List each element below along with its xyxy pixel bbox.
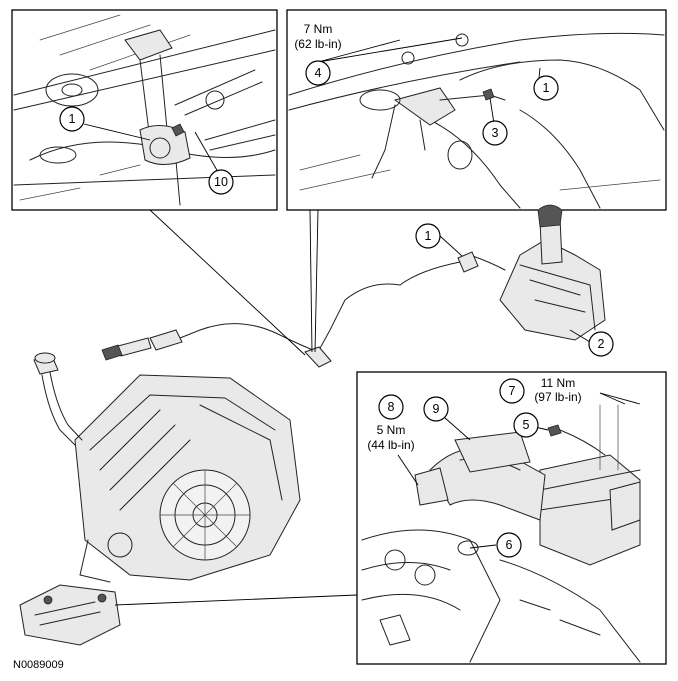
callout-label: 4 <box>315 66 322 80</box>
callout-label: 1 <box>543 81 550 95</box>
callout-label: 2 <box>598 337 605 351</box>
callout-6: 6 <box>496 532 522 558</box>
callout-9: 9 <box>423 396 449 422</box>
callout-5: 5 <box>513 412 539 438</box>
callout-2: 2 <box>588 331 614 357</box>
detail-panel-air-cleaner <box>356 371 667 665</box>
callout-1-shifter: 1 <box>415 223 441 249</box>
torque-spec-imperial: (97 lb-in) <box>534 390 581 404</box>
callout-8: 8 <box>378 394 404 420</box>
torque-spec-bolt-7: 11 Nm (97 lb-in) <box>534 376 581 404</box>
callout-label: 6 <box>506 538 513 552</box>
transmission-filter-pan <box>19 584 121 646</box>
callout-label: 8 <box>388 400 395 414</box>
shift-cable <box>101 261 461 368</box>
figure-id-label: N0089009 <box>13 659 64 671</box>
gear-shifter-assembly <box>457 204 606 341</box>
torque-spec-imperial: (44 lb-in) <box>367 438 414 452</box>
torque-spec-bolt-8: 5 Nm (44 lb-in) <box>367 423 414 452</box>
callout-4: 4 <box>305 60 331 86</box>
callout-leader-lines <box>83 37 641 549</box>
callout-label: 1 <box>69 112 76 126</box>
callout-label: 3 <box>492 126 499 140</box>
callout-3: 3 <box>482 120 508 146</box>
callout-label: 1 <box>425 229 432 243</box>
callout-1-detail-top: 1 <box>533 75 559 101</box>
callout-10: 10 <box>208 169 234 195</box>
detail-panel-cable-bracket-left <box>11 9 278 211</box>
callout-label: 7 <box>509 384 516 398</box>
detail-connector-lines <box>114 209 358 606</box>
callout-label: 5 <box>523 418 530 432</box>
torque-spec-metric: 7 Nm <box>304 22 333 36</box>
callout-7: 7 <box>499 378 525 404</box>
torque-spec-metric: 5 Nm <box>377 423 406 437</box>
transaxle-assembly <box>33 352 301 583</box>
torque-spec-imperial: (62 lb-in) <box>294 37 341 51</box>
torque-spec-metric: 11 Nm <box>541 376 575 390</box>
torque-spec-nut-4: 7 Nm (62 lb-in) <box>294 22 341 51</box>
detail-panel-cable-bracket-right <box>286 9 667 211</box>
callout-label: 9 <box>433 402 440 416</box>
callout-1-detail-left: 1 <box>59 106 85 132</box>
callout-label: 10 <box>214 175 228 189</box>
